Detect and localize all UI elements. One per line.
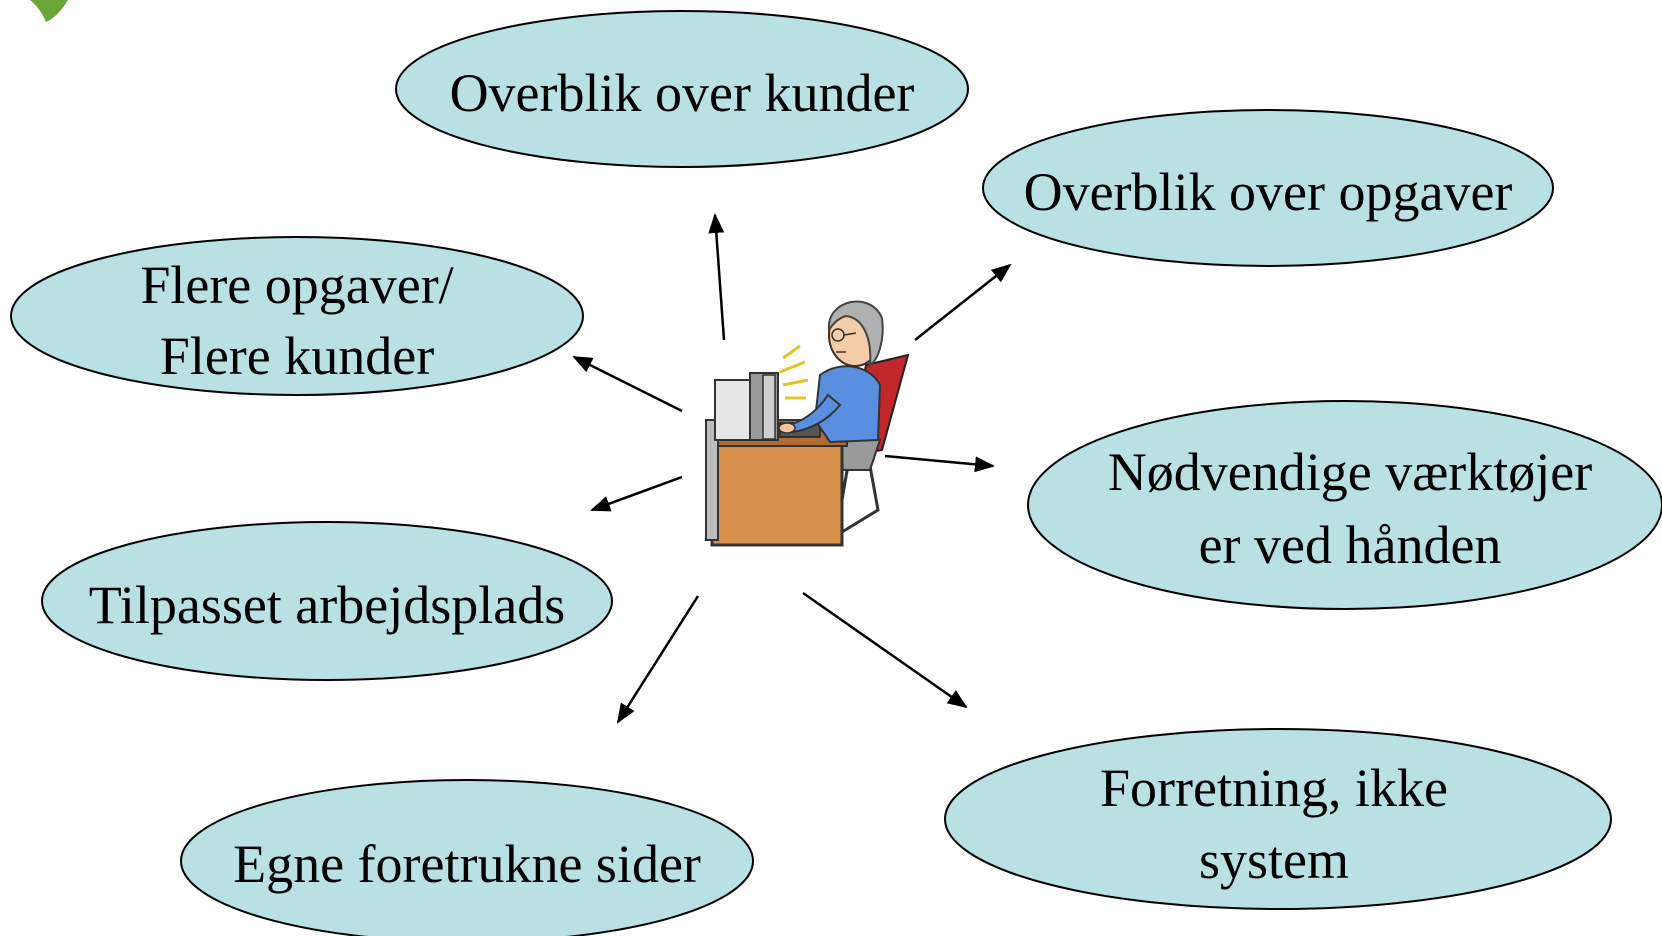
bubble-label: Nødvendige værktøjer: [1108, 442, 1592, 502]
bubble-label: Tilpasset arbejdsplads: [89, 575, 565, 635]
bubble-label: Flere kunder: [160, 326, 434, 386]
arrow-to-egne-sider: [616, 595, 700, 724]
bubble-egne-sider: Egne foretrukne sider: [180, 779, 754, 936]
arrow-to-forretning: [802, 591, 968, 709]
bubble-label: system: [1199, 830, 1349, 890]
bubble-label: Forretning, ikke: [1100, 758, 1448, 818]
bubble-label: er ved hånden: [1199, 515, 1502, 575]
bubble-label: Overblik over opgaver: [1024, 162, 1513, 222]
bubble-overblik-kunder: Overblik over kunder: [395, 10, 969, 168]
bubble-overblik-opgaver: Overblik over opgaver: [982, 109, 1554, 267]
bubble-flere-opgaver: Flere opgaver/ Flere kunder: [10, 236, 584, 396]
leaf-decoration-icon: [30, 0, 68, 22]
bubble-label: Egne foretrukne sider: [233, 834, 701, 894]
arrow-to-tilpasset: [590, 475, 683, 512]
bubble-label: Overblik over kunder: [450, 63, 915, 123]
bubble-tilpasset-arbejdsplads: Tilpasset arbejdsplads: [41, 521, 613, 681]
arrow-to-overblik-opgaver: [914, 263, 1012, 341]
bubble-noedvendige-vaerktoejer: Nødvendige værktøjer er ved hånden: [1027, 400, 1662, 610]
arrow-to-flere-opgaver: [572, 355, 683, 413]
person-at-computer-icon: [705, 300, 910, 547]
arrow-to-overblik-kunder: [708, 213, 726, 341]
arrows: [572, 213, 1012, 724]
bubble-label: Flere opgaver/: [140, 255, 453, 315]
bubble-forretning: Forretning, ikke system: [944, 728, 1612, 910]
arrow-to-noedvendige: [884, 454, 995, 473]
